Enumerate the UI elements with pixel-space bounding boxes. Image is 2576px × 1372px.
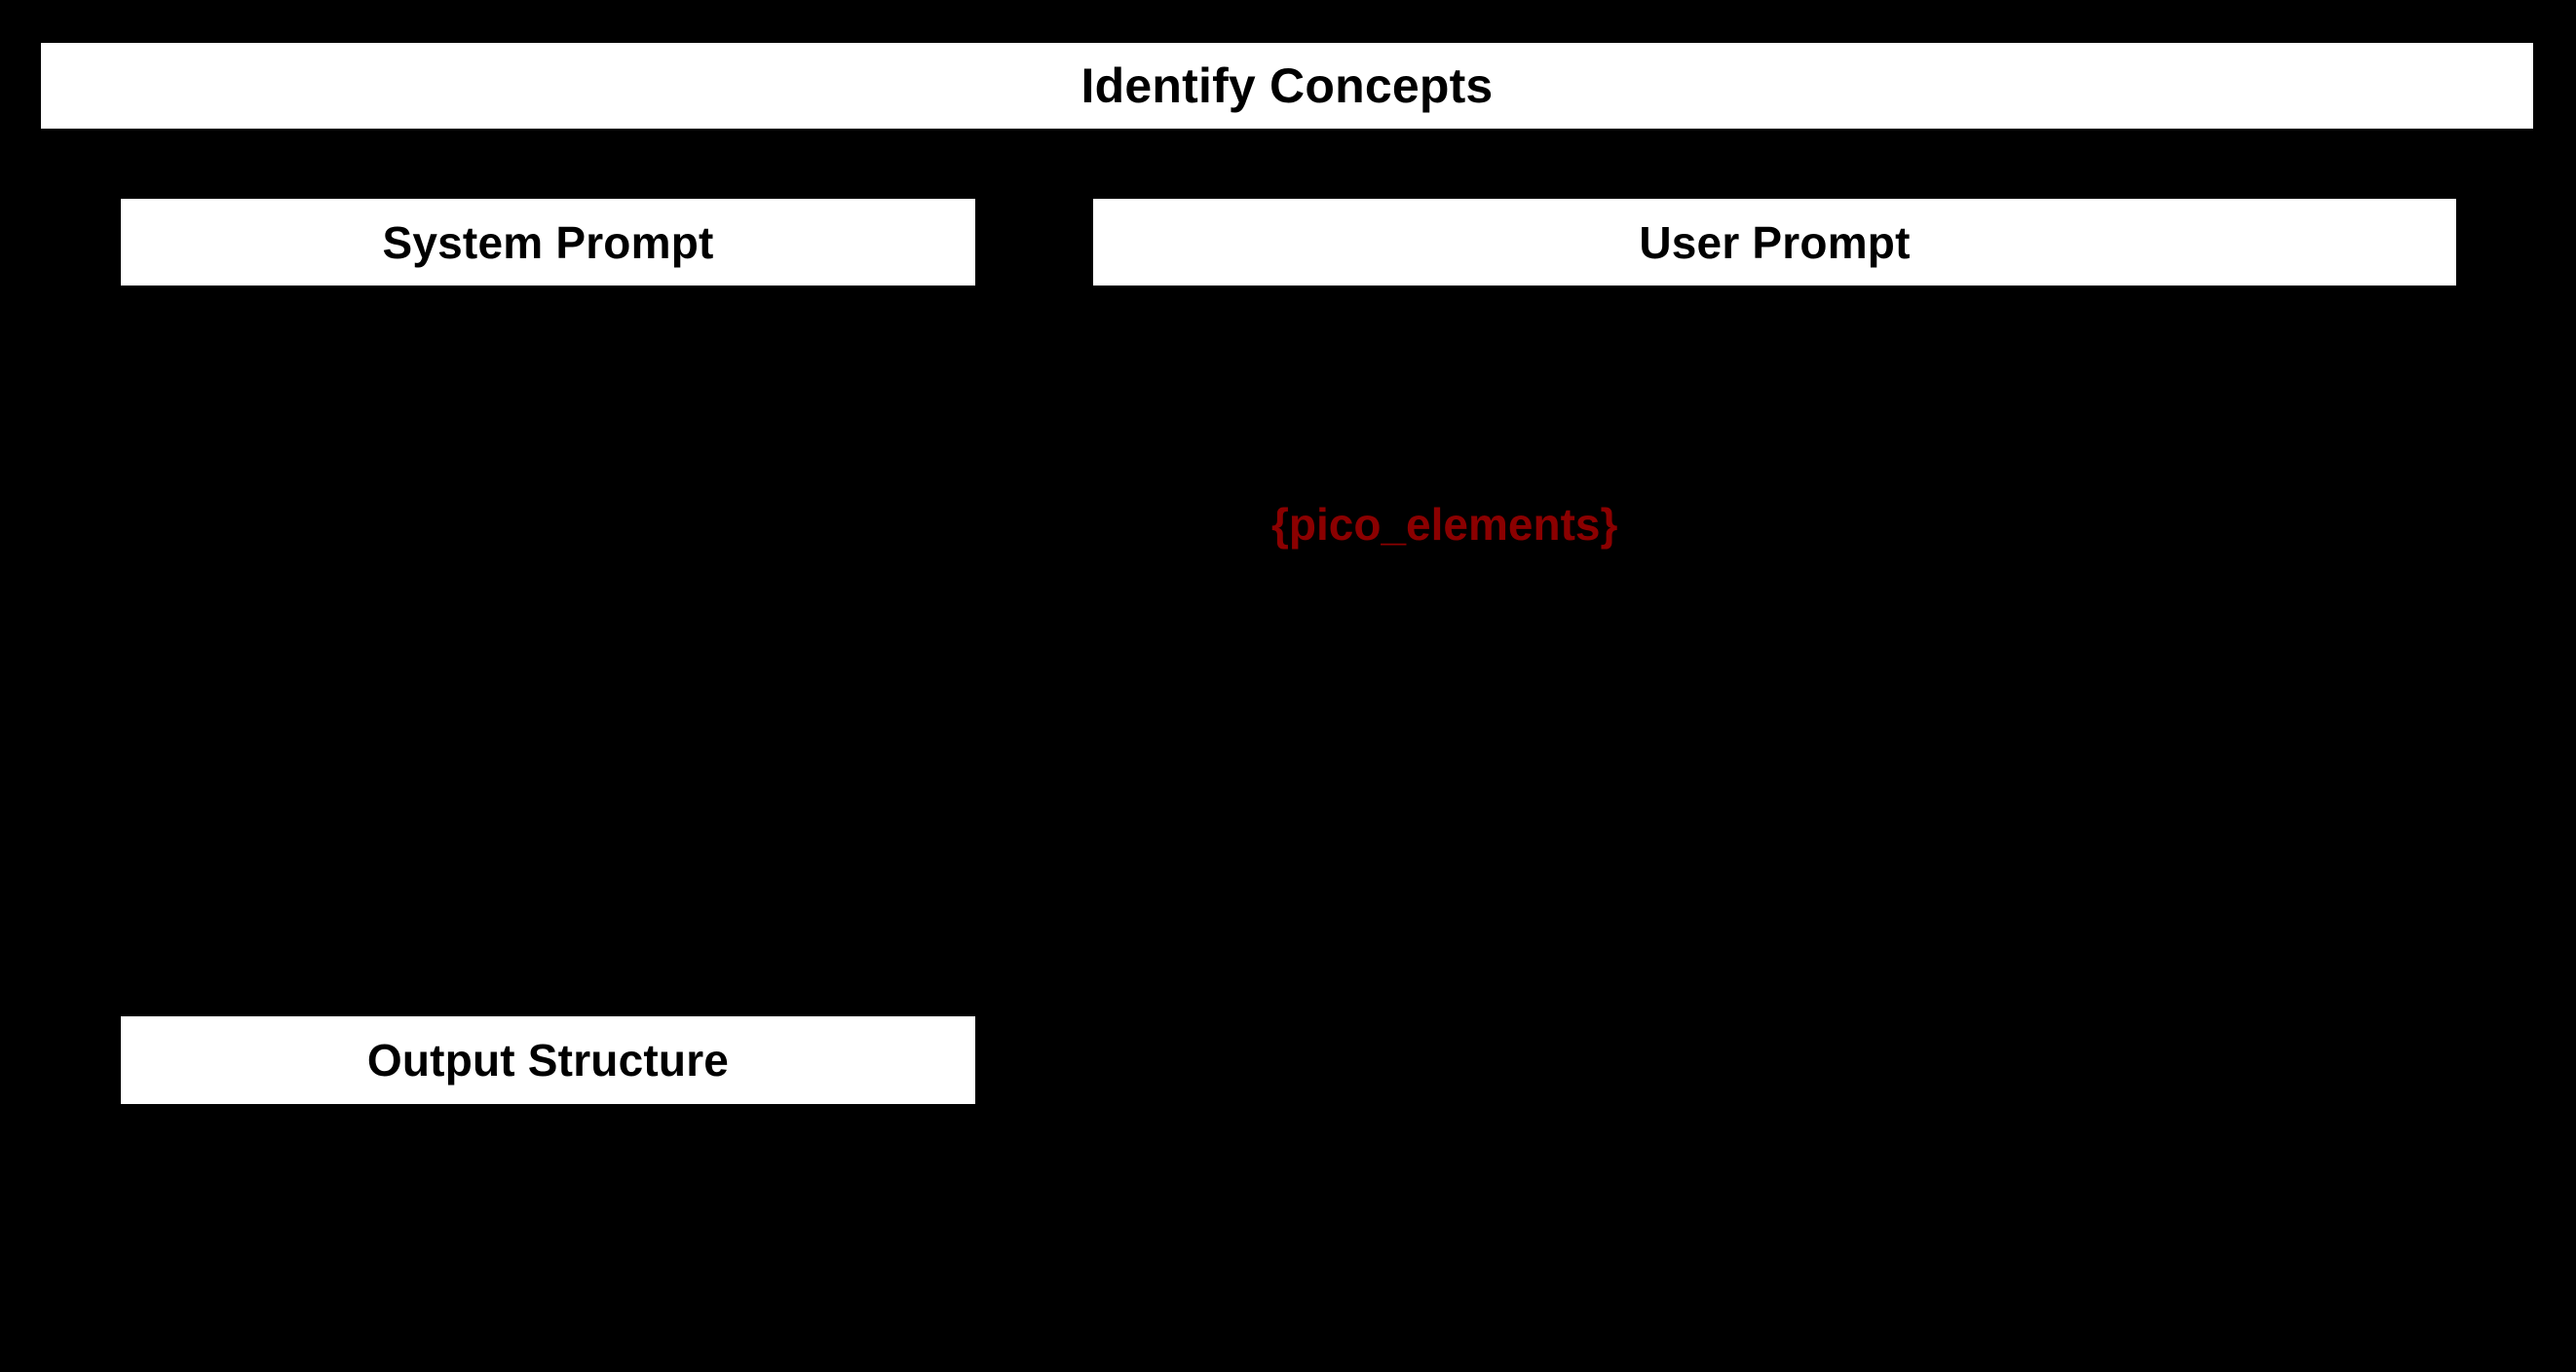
system-prompt-header: System Prompt: [121, 199, 975, 286]
output-structure-label: Output Structure: [366, 1035, 730, 1086]
output-structure-header: Output Structure: [121, 1016, 975, 1104]
output-structure-body: [121, 1104, 975, 1372]
page-title: Identify Concepts: [1080, 58, 1494, 113]
page-title-bar: Identify Concepts: [41, 43, 2533, 129]
user-prompt-label: User Prompt: [1639, 216, 1911, 268]
user-prompt-header: User Prompt: [1093, 199, 2456, 286]
system-prompt-body: [121, 286, 975, 1016]
pico-elements-placeholder-token: {pico_elements}: [1271, 499, 1618, 550]
system-prompt-label: System Prompt: [382, 216, 714, 268]
user-prompt-body: [1093, 286, 2456, 1104]
